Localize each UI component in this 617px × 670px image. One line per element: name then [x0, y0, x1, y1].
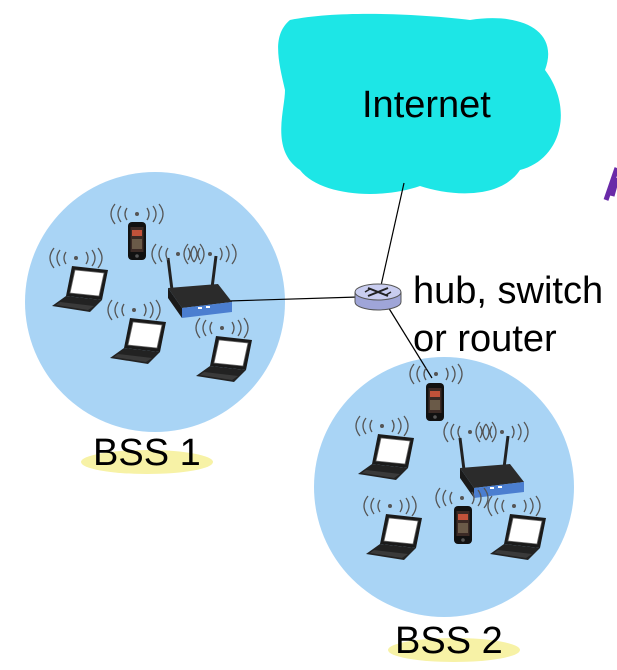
hub-label-line-1: hub, switch [413, 270, 604, 312]
bss-2-label-highlight [388, 638, 520, 662]
bss-1-phone [128, 222, 146, 260]
hub-switch-router-icon [354, 283, 402, 311]
bss-2-label: BSS 2 [395, 620, 503, 662]
clipped-mark [603, 167, 617, 201]
internet-link [379, 182, 405, 291]
bss-1-label-highlight [81, 450, 213, 474]
bss-2-phone-top [426, 383, 444, 421]
bss-2-link [384, 301, 433, 379]
internet-cloud [278, 13, 561, 194]
hub-label-line-2: or router [413, 318, 557, 360]
internet-label: Internet [362, 84, 491, 126]
bss-2-phone-bottom [454, 506, 472, 544]
bss-1-label: BSS 1 [93, 432, 201, 474]
bss-1-link [227, 296, 359, 302]
